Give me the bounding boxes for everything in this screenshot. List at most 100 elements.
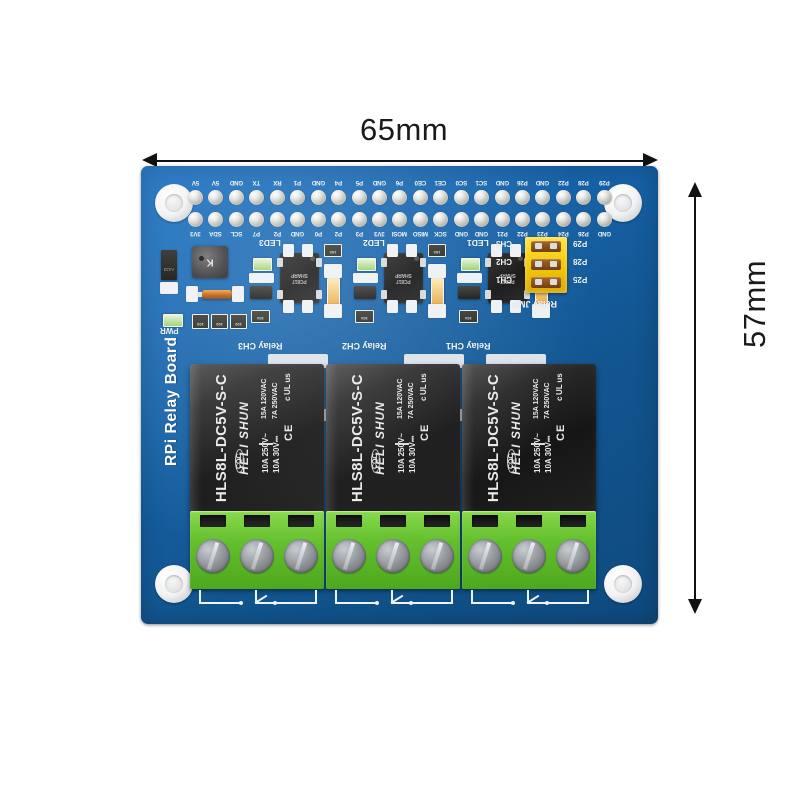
jumper-cap-ch2[interactable] [531,259,561,270]
header-pin-top-17[interactable] [535,190,551,205]
header-pin-bottom-14[interactable] [474,212,490,227]
header-pin-top-8[interactable] [351,190,367,205]
terminal-screw-ch2-3[interactable] [420,539,454,573]
header-pin-top-12[interactable] [433,190,449,205]
width-arrow-line [156,160,644,162]
header-pin-top-1[interactable] [208,190,224,205]
header-pin-bottom-13[interactable] [453,212,469,227]
header-pin-bottom-1[interactable] [208,212,224,227]
header-top-pin-row [188,190,612,207]
relay-part-number-ch3: HLS8L-DC5V-S-C [213,373,230,503]
mounting-hole-bottom-left [155,565,193,603]
power-diode: A433 [161,250,177,280]
header-pin-bottom-20[interactable] [596,212,612,227]
header-pin-bottom-15[interactable] [494,212,510,227]
terminal-block-ch3[interactable] [190,511,324,589]
ch2-indicator [431,278,444,306]
terminal-block-ch2[interactable] [326,511,460,589]
header-pin-top-18[interactable] [555,190,571,205]
header-pin-top-10[interactable] [392,190,408,205]
relay-spec2-ch1: 10A 30V⎓ [544,435,553,473]
header-pin-top-0[interactable] [188,190,203,205]
header-pin-label-top-9: GND [372,179,387,186]
header-pin-top-3[interactable] [249,190,265,205]
header-pin-bottom-10[interactable] [392,212,408,227]
mounting-hole-bottom-right [604,565,642,603]
header-pin-top-5[interactable] [290,190,306,205]
terminal-block-ch1[interactable] [462,511,596,589]
jumper-cap-ch1[interactable] [531,277,561,288]
header-pin-top-16[interactable] [515,190,530,205]
jumper-cap-ch3[interactable] [531,241,561,252]
header-pin-label-top-6: GND [311,179,325,186]
relay-module-ch3: HLS8L-DC5V-S-C HELI SHUN 10A 250V~ 10A 3… [190,364,324,512]
relay-spec1-ch3: 10A 250V~ [261,433,270,473]
header-pin-top-14[interactable] [474,190,490,205]
header-pin-bottom-5[interactable] [290,212,306,227]
header-bottom-pin-row [188,212,612,229]
header-pin-top-20[interactable] [596,190,612,205]
header-pin-top-19[interactable] [576,190,592,205]
header-pin-label-top-8: P5 [355,179,363,186]
header-pin-bottom-9[interactable] [371,212,387,227]
relay-spec4-ch1: 7A 250VAC [544,382,551,419]
header-pin-top-4[interactable] [269,190,285,205]
terminal-screw-ch2-1[interactable] [332,539,366,573]
header-pin-bottom-12[interactable] [433,212,449,227]
header-pin-label-top-11: CE0 [414,179,427,186]
relay-spec3-ch1: 15A 120VAC [533,378,540,419]
header-pin-top-11[interactable] [412,190,428,205]
header-pin-top-2[interactable] [228,190,244,205]
terminal-screw-ch1-1[interactable] [468,539,502,573]
jumper-label-ch3: CH3 [496,239,513,248]
header-pin-top-13[interactable] [453,190,469,205]
resistor-b: 102 [211,314,228,329]
terminal-screw-ch3-3[interactable] [284,539,318,573]
header-pin-top-15[interactable] [494,190,510,205]
relay-cert-ce-ch1: CE [555,423,567,441]
header-pin-label-top-4: RX [273,179,282,186]
terminal-screw-ch3-1[interactable] [196,539,230,573]
terminal-screw-ch2-2[interactable] [376,539,410,573]
resistor-a: 103 [192,314,209,329]
terminal-screw-ch3-2[interactable] [240,539,274,573]
relay-spec3-ch3: 15A 120VAC [261,378,268,419]
relay-jumper-block[interactable] [525,237,567,293]
header-pin-bottom-17[interactable] [535,212,551,227]
header-pin-bottom-11[interactable] [412,212,428,227]
header-pin-bottom-3[interactable] [249,212,265,227]
header-pin-bottom-4[interactable] [269,212,285,227]
jumper-label-ch1: CH1 [496,275,513,284]
board-title: RPi Relay Board [163,336,180,466]
terminal-screw-ch1-3[interactable] [556,539,590,573]
header-pin-bottom-19[interactable] [576,212,592,227]
header-pin-top-6[interactable] [310,190,326,205]
contact-symbol-ch2 [329,590,459,614]
header-pin-label-bottom-4: P2 [273,230,281,237]
header-pin-bottom-0[interactable] [188,212,203,227]
header-pin-bottom-8[interactable] [351,212,367,227]
power-inductor: K [192,246,228,278]
header-pin-bottom-6[interactable] [310,212,326,227]
header-pin-label-bottom-0: 3V3 [190,230,201,237]
header-pin-label-top-12: CE1 [435,179,447,186]
header-pin-top-7[interactable] [331,190,347,205]
ch3-indicator [327,278,340,306]
terminal-screw-ch1-2[interactable] [512,539,546,573]
transistor-ch1 [458,286,480,299]
header-pin-label-top-2: GND [229,179,243,186]
header-pin-top-9[interactable] [371,190,387,205]
power-led [163,314,183,327]
relay-jmp-title: Relay JMP [512,299,558,309]
header-pin-bottom-7[interactable] [331,212,347,227]
header-pin-bottom-18[interactable] [555,212,571,227]
header-pin-bottom-16[interactable] [515,212,530,227]
led1 [461,258,480,271]
header-pin-bottom-2[interactable] [228,212,244,227]
relay-ch3-label: Relay CH3 [238,341,283,351]
relay-spec3-ch2: 15A 120VAC [397,378,404,419]
